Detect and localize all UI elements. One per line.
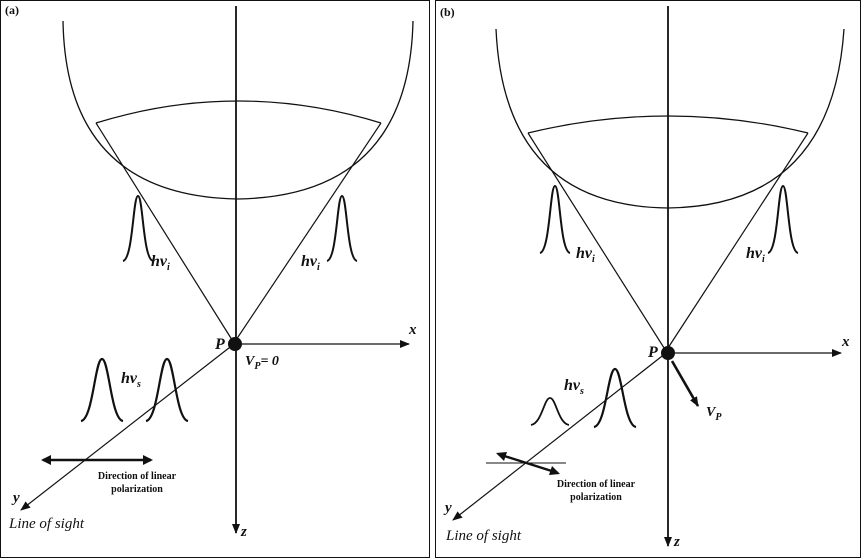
- wave-packet-right: [767, 184, 799, 254]
- cone-line-right: [665, 132, 809, 352]
- panel-a: (a) x y z P hνi hνi hνs VP= 0 Direction …: [0, 0, 430, 558]
- panel-tag: (a): [5, 3, 19, 17]
- cone-line-right: [233, 122, 382, 344]
- point-p-dot: [228, 337, 242, 351]
- point-p-dot: [661, 346, 675, 360]
- y-axis: [20, 343, 235, 511]
- panel-b: (b) x y z P hνi hνi hνs VP Direction of …: [435, 0, 861, 558]
- scattered-photon-label: hνs: [121, 370, 141, 390]
- incident-photon-left-label: hνi: [151, 253, 170, 273]
- velocity-label: VP: [706, 405, 722, 423]
- polarization-arrow: [497, 452, 559, 475]
- x-axis-label: x: [409, 322, 417, 338]
- y-axis-label: y: [13, 490, 20, 506]
- scattered-packet-left: [530, 397, 570, 426]
- cone-line-left: [527, 132, 667, 352]
- line-of-sight-label: Line of sight: [9, 516, 85, 532]
- velocity-arrow: [670, 360, 700, 407]
- scattered-packet-left: [80, 357, 124, 423]
- point-p-label: P: [215, 336, 225, 353]
- incident-photon-right-label: hνi: [746, 245, 765, 265]
- cone-line-left: [95, 122, 235, 344]
- solar-limb-arc: [62, 20, 414, 200]
- solar-limb-arc: [495, 28, 845, 209]
- wave-packet-left: [539, 184, 571, 254]
- y-axis: [452, 352, 667, 521]
- z-axis-label: z: [241, 524, 247, 540]
- disk-ellipse-top: [95, 100, 382, 124]
- diagram-b-graphics: [452, 6, 845, 547]
- scattered-packet-right: [145, 357, 189, 423]
- incident-photon-right-label: hνi: [301, 253, 320, 273]
- scattered-photon-label: hνs: [564, 377, 584, 397]
- point-p-label: P: [648, 344, 658, 361]
- scattered-packet-right: [593, 367, 637, 429]
- wave-packet-right: [326, 194, 358, 262]
- diagram-a-graphics: [20, 6, 414, 534]
- incident-photon-left-label: hνi: [576, 245, 595, 265]
- wave-packet-left: [122, 194, 154, 262]
- panel-tag: (b): [440, 5, 455, 19]
- polarization-note: Direction of linear polarization: [556, 479, 636, 503]
- z-axis-label: z: [674, 534, 680, 550]
- polarization-note: Direction of linear polarization: [97, 471, 177, 495]
- velocity-label: VP= 0: [245, 354, 279, 372]
- y-axis-label: y: [445, 500, 452, 516]
- line-of-sight-label: Line of sight: [446, 528, 522, 544]
- x-axis-label: x: [842, 334, 850, 350]
